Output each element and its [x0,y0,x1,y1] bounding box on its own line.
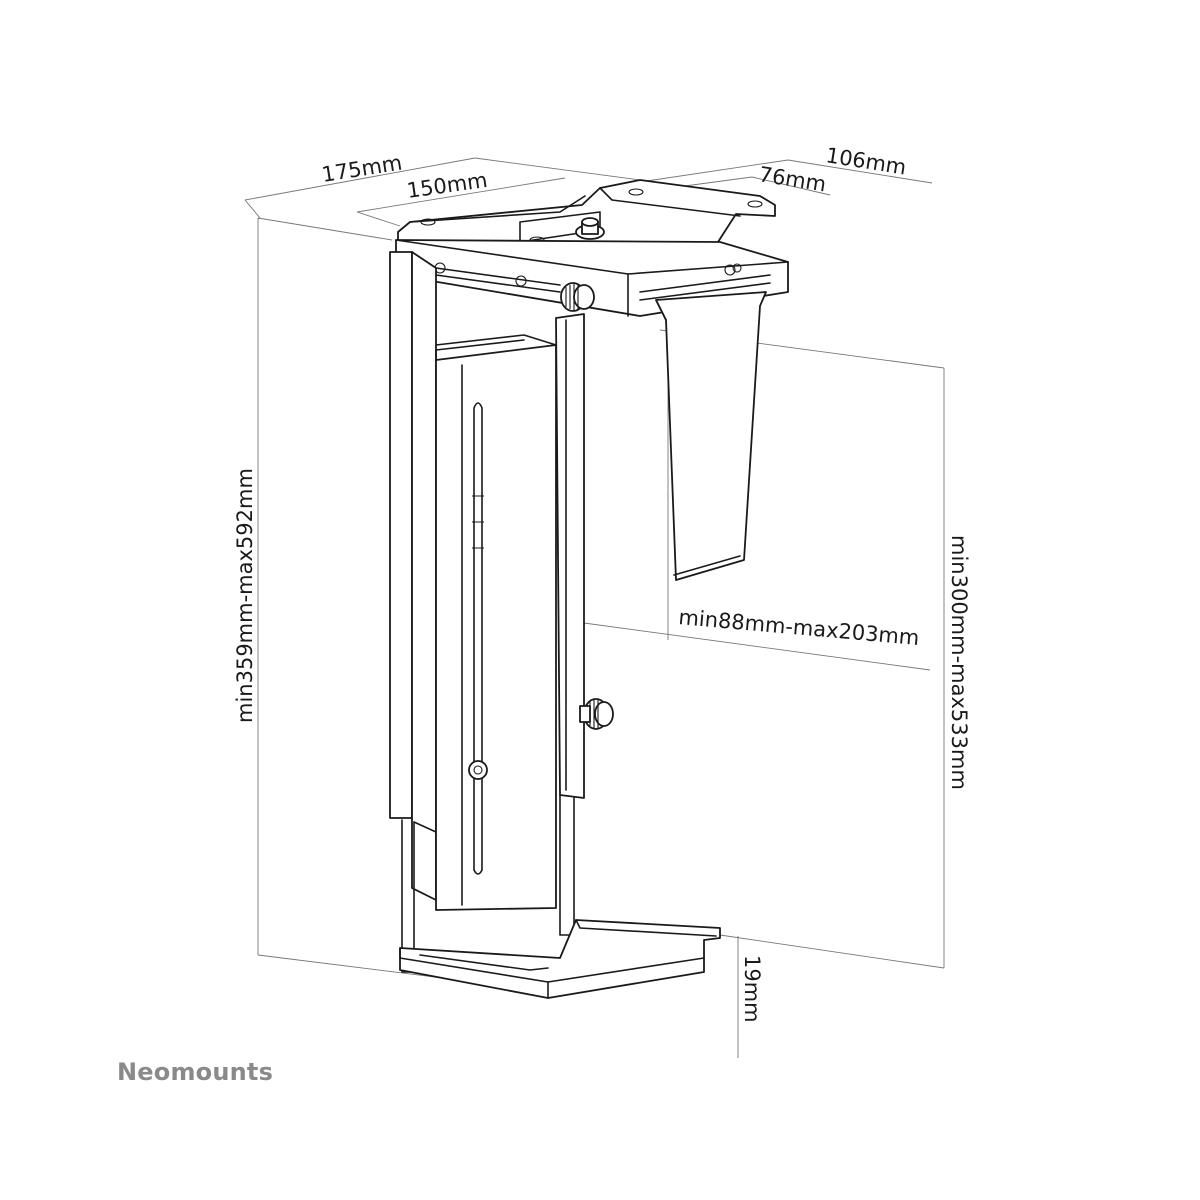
bottom-foot-tray [399,919,721,999]
side-hanging-bracket [655,291,767,581]
case-holder-plate [435,334,557,911]
dim-case-width: min88mm-max203mm [678,605,921,650]
dim-total-height: min359mm-max592mm [233,468,257,723]
dim-foot-height: 19mm [740,955,764,1023]
right-vertical-arm [555,313,614,936]
dim-top-width-outer: 175mm [320,151,404,187]
dim-top-depth-outer: 106mm [824,143,908,179]
left-vertical-arm [389,251,437,973]
dimension-lines [244,157,945,1058]
brand-logo: Neomounts [117,1058,274,1086]
dim-case-height: min300mm-max533mm [947,535,971,790]
dim-top-depth-inner: 76mm [757,162,828,196]
